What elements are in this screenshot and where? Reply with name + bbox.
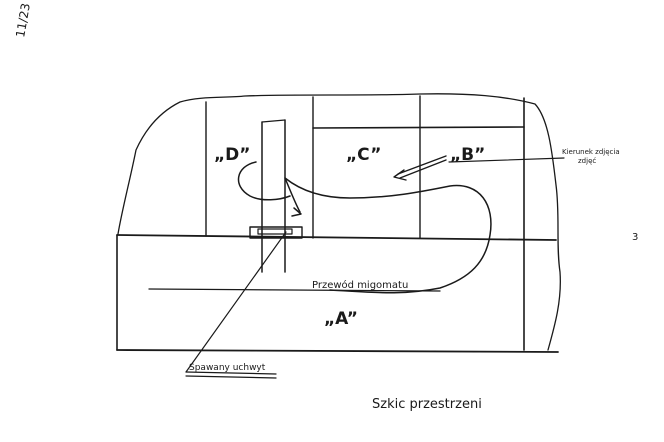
beam-top [116,234,557,241]
direction-arrow-head [393,169,407,181]
direction-label-line2: zdjęć [578,157,596,165]
direction-arrow-shaft2 [399,159,447,179]
holder-label-underline [185,371,277,375]
direction-arrow-shaft [397,155,447,175]
pipe-top [261,119,286,123]
region-b-label: „B” [450,145,485,165]
welding-cable [237,161,492,294]
cable-end-arrow [291,207,302,217]
beam-inner-line [148,288,441,292]
page-reference: 11/23 [13,2,33,38]
direction-leader-line [448,157,565,163]
cable-label: Przewód migomatu [312,279,408,291]
holder-label: Spawany uchwyt [189,363,266,373]
wall-outline [117,93,561,351]
holder-label-underline2 [185,375,277,379]
welded-holder-slot [257,228,293,235]
region-c-label: „C” [346,145,381,165]
margin-mark: 3 [632,232,638,243]
welded-holder [249,226,303,239]
shelf-rail [312,126,525,129]
region-a-label: „A” [324,309,358,329]
direction-label-line1: Kierunek zdjęcia [562,148,620,156]
region-d-label: „D” [214,145,250,165]
sketch-title: Szkic przestrzeni [372,397,482,412]
holder-leader-line [185,231,287,373]
beam-bottom [116,349,559,353]
